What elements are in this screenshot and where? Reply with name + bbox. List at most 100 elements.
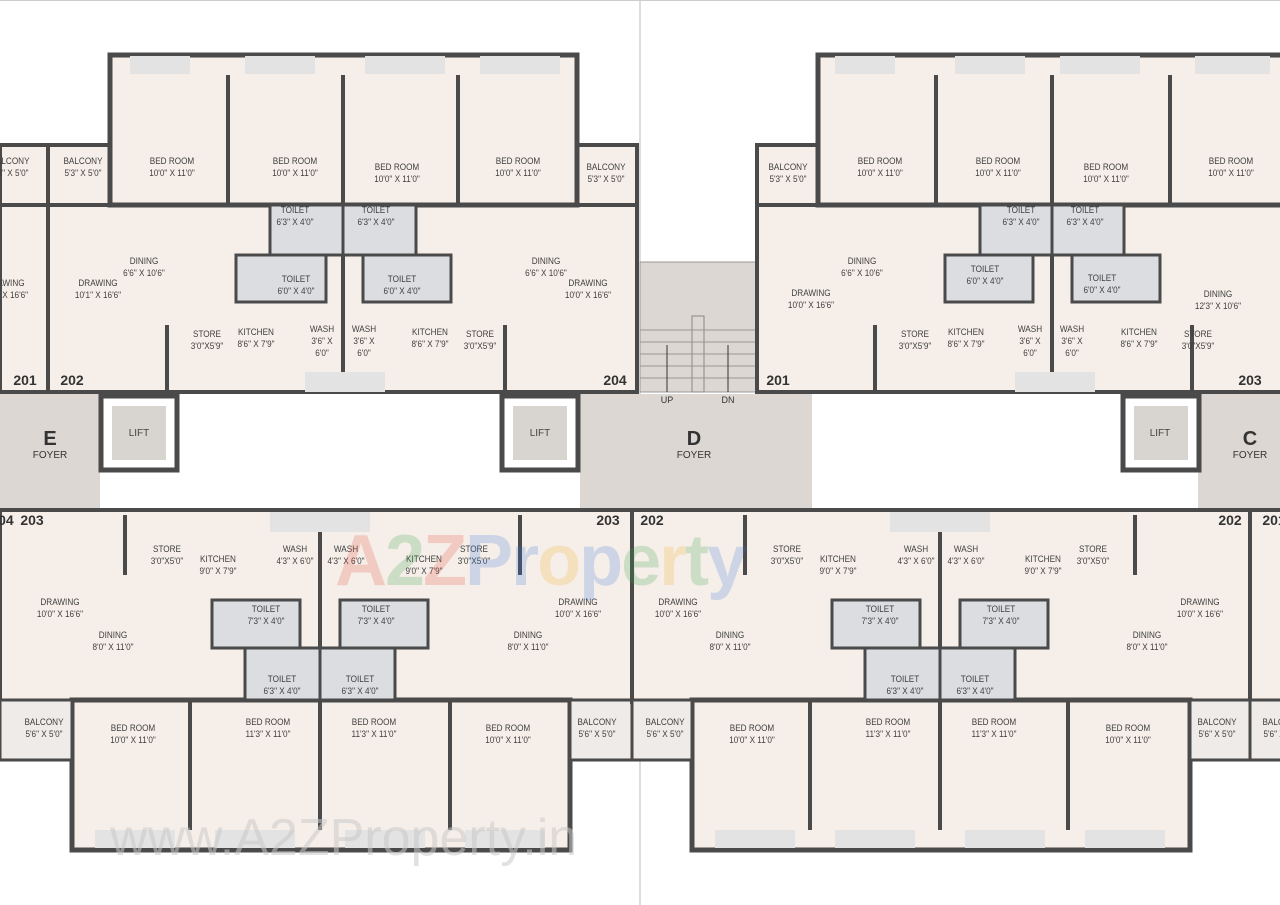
room-size: 5'6" X 5'0" (25, 729, 63, 740)
room-name: STORE (1183, 329, 1213, 340)
room-size: 10'1" X 16'6" (74, 290, 122, 301)
room-size: 8'6" X 7'9" (947, 339, 985, 350)
room-size: 9'0" X 7'9" (199, 566, 237, 577)
room-name: STORE (152, 544, 182, 555)
room-name: TOILET (1006, 205, 1036, 216)
room-name: TOILET (890, 674, 920, 685)
room-size: 10'0" X 16'6" (564, 290, 612, 301)
unit-number: 202 (640, 512, 664, 528)
wing-letter: C (1242, 428, 1258, 450)
room-size: 3'6" X 6'0" (1061, 336, 1083, 359)
room-name: TOILET (280, 205, 310, 216)
room-size: 3'0"X5'9" (898, 341, 932, 352)
room-name: DRAWING (40, 597, 80, 608)
room-name: DRAWING (658, 597, 698, 608)
room-name: DRAWING (558, 597, 598, 608)
room-size: 8'0" X 11'0" (92, 642, 134, 653)
wing-letter: D (686, 428, 702, 450)
room-size: 6'0" X 4'0" (1083, 285, 1121, 296)
room-name: TOILET (267, 674, 297, 685)
room-size: 6'6" X 10'6" (525, 268, 567, 279)
room-name: TOILET (361, 205, 391, 216)
room-size: 4'3" X 6'0" (327, 556, 365, 567)
room-name: BED ROOM (110, 723, 156, 734)
room-size: 5'6" X 5'0" (646, 729, 684, 740)
room-size: 7'3" X 4'0" (982, 616, 1020, 627)
room-name: KITCHEN (200, 554, 236, 565)
room-size: 10'0" X 11'0" (149, 168, 195, 179)
lift-label: LIFT (529, 428, 551, 439)
block-bottom-right (630, 508, 1280, 853)
room-size: 4'3" X 6'0" (276, 556, 314, 567)
stair-down-label: DN (721, 395, 735, 405)
room-size: 8'0" X 11'0" (507, 642, 549, 653)
room-name: STORE (459, 544, 489, 555)
room-size: 10'0" X 16'6" (654, 609, 702, 620)
room-size: 9'0" X 7'9" (819, 566, 857, 577)
room-name: TOILET (387, 274, 417, 285)
room-name: DINING (847, 256, 877, 267)
room-name: BED ROOM (971, 717, 1017, 728)
room-size: 5'3" X 5'0" (64, 168, 102, 179)
room-name: WASH (1059, 324, 1085, 335)
room-name: WASH (1017, 324, 1043, 335)
room-name: BED ROOM (865, 717, 911, 728)
room-name: WASH (351, 324, 377, 335)
room-name: BED ROOM (495, 156, 541, 167)
room-name: TOILET (1087, 273, 1117, 284)
room-size: 7'3" X 4'0" (247, 616, 285, 627)
room-size: 3'0"X5'0" (150, 556, 184, 567)
room-size: 10'0" X 11'0" (495, 168, 541, 179)
unit-number: 203 (1238, 372, 1262, 388)
room-size: 10'0" X 11'0" (1105, 735, 1151, 746)
room-name: WASH (953, 544, 979, 555)
room-name: DINING (1203, 289, 1233, 300)
room-size: 11'3" X 11'0" (351, 729, 397, 740)
room-size: 11'3" X 11'0" (865, 729, 911, 740)
room-name: TOILET (960, 674, 990, 685)
room-size: 3'0"X5'9" (1181, 341, 1215, 352)
room-name: KITCHEN (412, 327, 448, 338)
room-size: 5'3" X 5'0" (0, 168, 29, 179)
room-size: 10'0" X 11'0" (110, 735, 156, 746)
room-name: DINING (1132, 630, 1162, 641)
room-size: 6'0" X 4'0" (966, 276, 1004, 287)
room-name: TOILET (865, 604, 895, 615)
room-size: 10'0" X 11'0" (272, 168, 318, 179)
room-name: DRAWING (1180, 597, 1220, 608)
room-name: BED ROOM (1208, 156, 1254, 167)
room-size: 4'3" X 6'0" (897, 556, 935, 567)
room-name: WASH (903, 544, 929, 555)
